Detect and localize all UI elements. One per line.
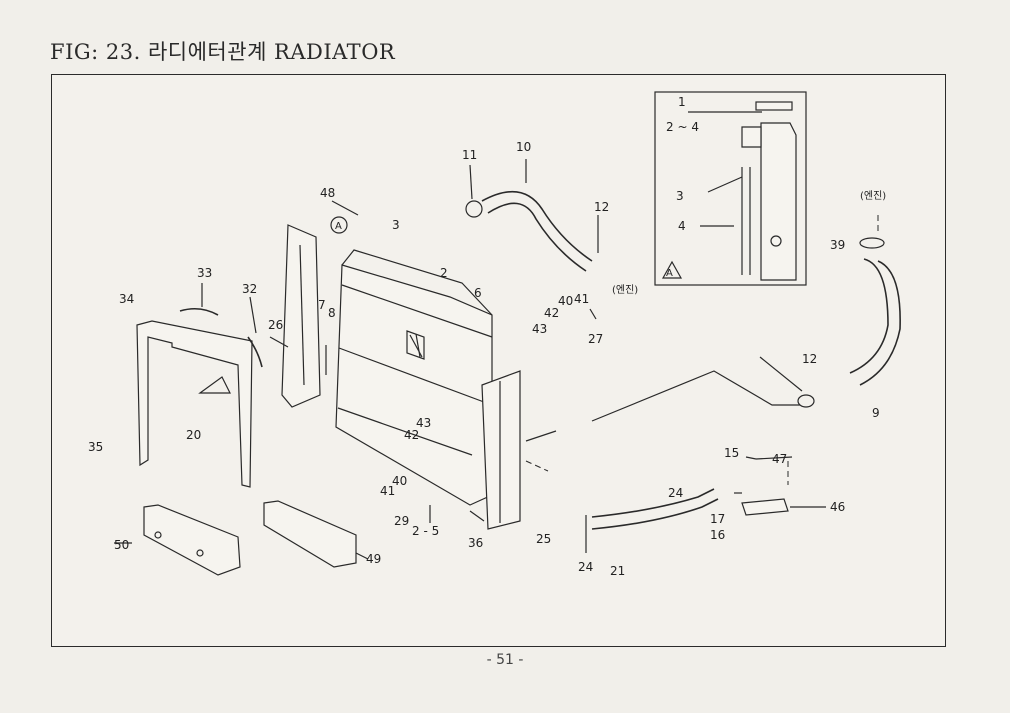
callout-7: 7 bbox=[318, 298, 326, 312]
callout-41-lower: 41 bbox=[380, 484, 395, 498]
figure-title: FIG: 23. 라디에터관계 RADIATOR bbox=[50, 40, 396, 64]
callout-11: 11 bbox=[462, 148, 477, 162]
callout-29: 29 bbox=[394, 514, 409, 528]
callout-24-lower: 24 bbox=[578, 560, 593, 574]
callout-25: 25 bbox=[536, 532, 551, 546]
callout-48: 48 bbox=[320, 186, 335, 200]
seal-strips bbox=[179, 307, 263, 368]
callout-46: 46 bbox=[830, 500, 845, 514]
callout-17: 17 bbox=[710, 512, 725, 526]
callout-43-upper: 43 bbox=[532, 322, 547, 336]
callout-a-main: A bbox=[335, 221, 342, 232]
fan-shroud bbox=[136, 320, 253, 488]
callout-2-4: 2 ~ 4 bbox=[666, 120, 699, 134]
callout-47: 47 bbox=[772, 452, 787, 466]
callout-34: 34 bbox=[119, 292, 134, 306]
main-callout-a-marker bbox=[330, 216, 348, 234]
callout-a-inset-marker bbox=[661, 260, 683, 279]
callout-4-inset: 4 bbox=[678, 219, 686, 233]
callout-2: 2 bbox=[440, 266, 448, 280]
callout-2-5: 2 - 5 bbox=[412, 524, 439, 538]
side-bracket bbox=[281, 224, 321, 408]
callout-21: 21 bbox=[610, 564, 625, 578]
callout-42-lower: 42 bbox=[404, 428, 419, 442]
radiator-exploded-diagram: 1 2 ~ 4 3 4 A (엔진) 39 11 10 12 (엔진) 48 3… bbox=[88, 91, 901, 578]
callout-a-inset: A bbox=[666, 268, 673, 279]
page-number: - 51 - bbox=[486, 652, 524, 668]
callout-20: 20 bbox=[186, 428, 201, 442]
callout-3-inset: 3 bbox=[676, 189, 684, 203]
callout-6: 6 bbox=[474, 286, 482, 300]
callout-42-upper: 42 bbox=[544, 306, 559, 320]
callout-12-upper: 12 bbox=[594, 200, 609, 214]
lower-guard-49 bbox=[263, 500, 357, 568]
callout-50: 50 bbox=[114, 538, 129, 552]
lower-guard-50 bbox=[143, 504, 241, 576]
callout-33: 33 bbox=[197, 266, 212, 280]
callout-labels: 1 2 ~ 4 3 4 A (엔진) 39 11 10 12 (엔진) 48 3… bbox=[88, 95, 886, 578]
bracket-46 bbox=[741, 498, 826, 516]
callout-40-lower: 40 bbox=[392, 474, 407, 488]
callout-9: 9 bbox=[872, 406, 880, 420]
callout-1: 1 bbox=[678, 95, 686, 109]
callout-43-lower: 43 bbox=[416, 416, 431, 430]
callout-15: 15 bbox=[724, 446, 739, 460]
callout-24-upper: 24 bbox=[668, 486, 683, 500]
callout-16: 16 bbox=[710, 528, 725, 542]
callout-36: 36 bbox=[468, 536, 483, 550]
drain-hose bbox=[591, 488, 719, 530]
callout-40-upper: 40 bbox=[558, 294, 573, 308]
upper-hose bbox=[465, 190, 593, 272]
callout-35: 35 bbox=[88, 440, 103, 454]
callout-27: 27 bbox=[588, 332, 603, 346]
callout-26: 26 bbox=[268, 318, 283, 332]
callout-10: 10 bbox=[516, 140, 531, 154]
detail-a-inset bbox=[654, 91, 807, 286]
callout-32: 32 bbox=[242, 282, 257, 296]
diagram-frame: 1 2 ~ 4 3 4 A (엔진) 39 11 10 12 (엔진) 48 3… bbox=[51, 74, 946, 647]
leader-lines bbox=[114, 159, 879, 560]
callout-engine-2: (엔진) bbox=[612, 284, 638, 296]
callout-engine-1: (엔진) bbox=[860, 190, 886, 202]
right-frame bbox=[481, 370, 521, 530]
lower-hose bbox=[797, 237, 901, 408]
callout-8: 8 bbox=[328, 306, 336, 320]
callout-3-main: 3 bbox=[392, 218, 400, 232]
callout-41-upper: 41 bbox=[574, 292, 589, 306]
callout-12-lower: 12 bbox=[802, 352, 817, 366]
radiator-core bbox=[335, 249, 493, 506]
callout-49: 49 bbox=[366, 552, 381, 566]
callout-39: 39 bbox=[830, 238, 845, 252]
